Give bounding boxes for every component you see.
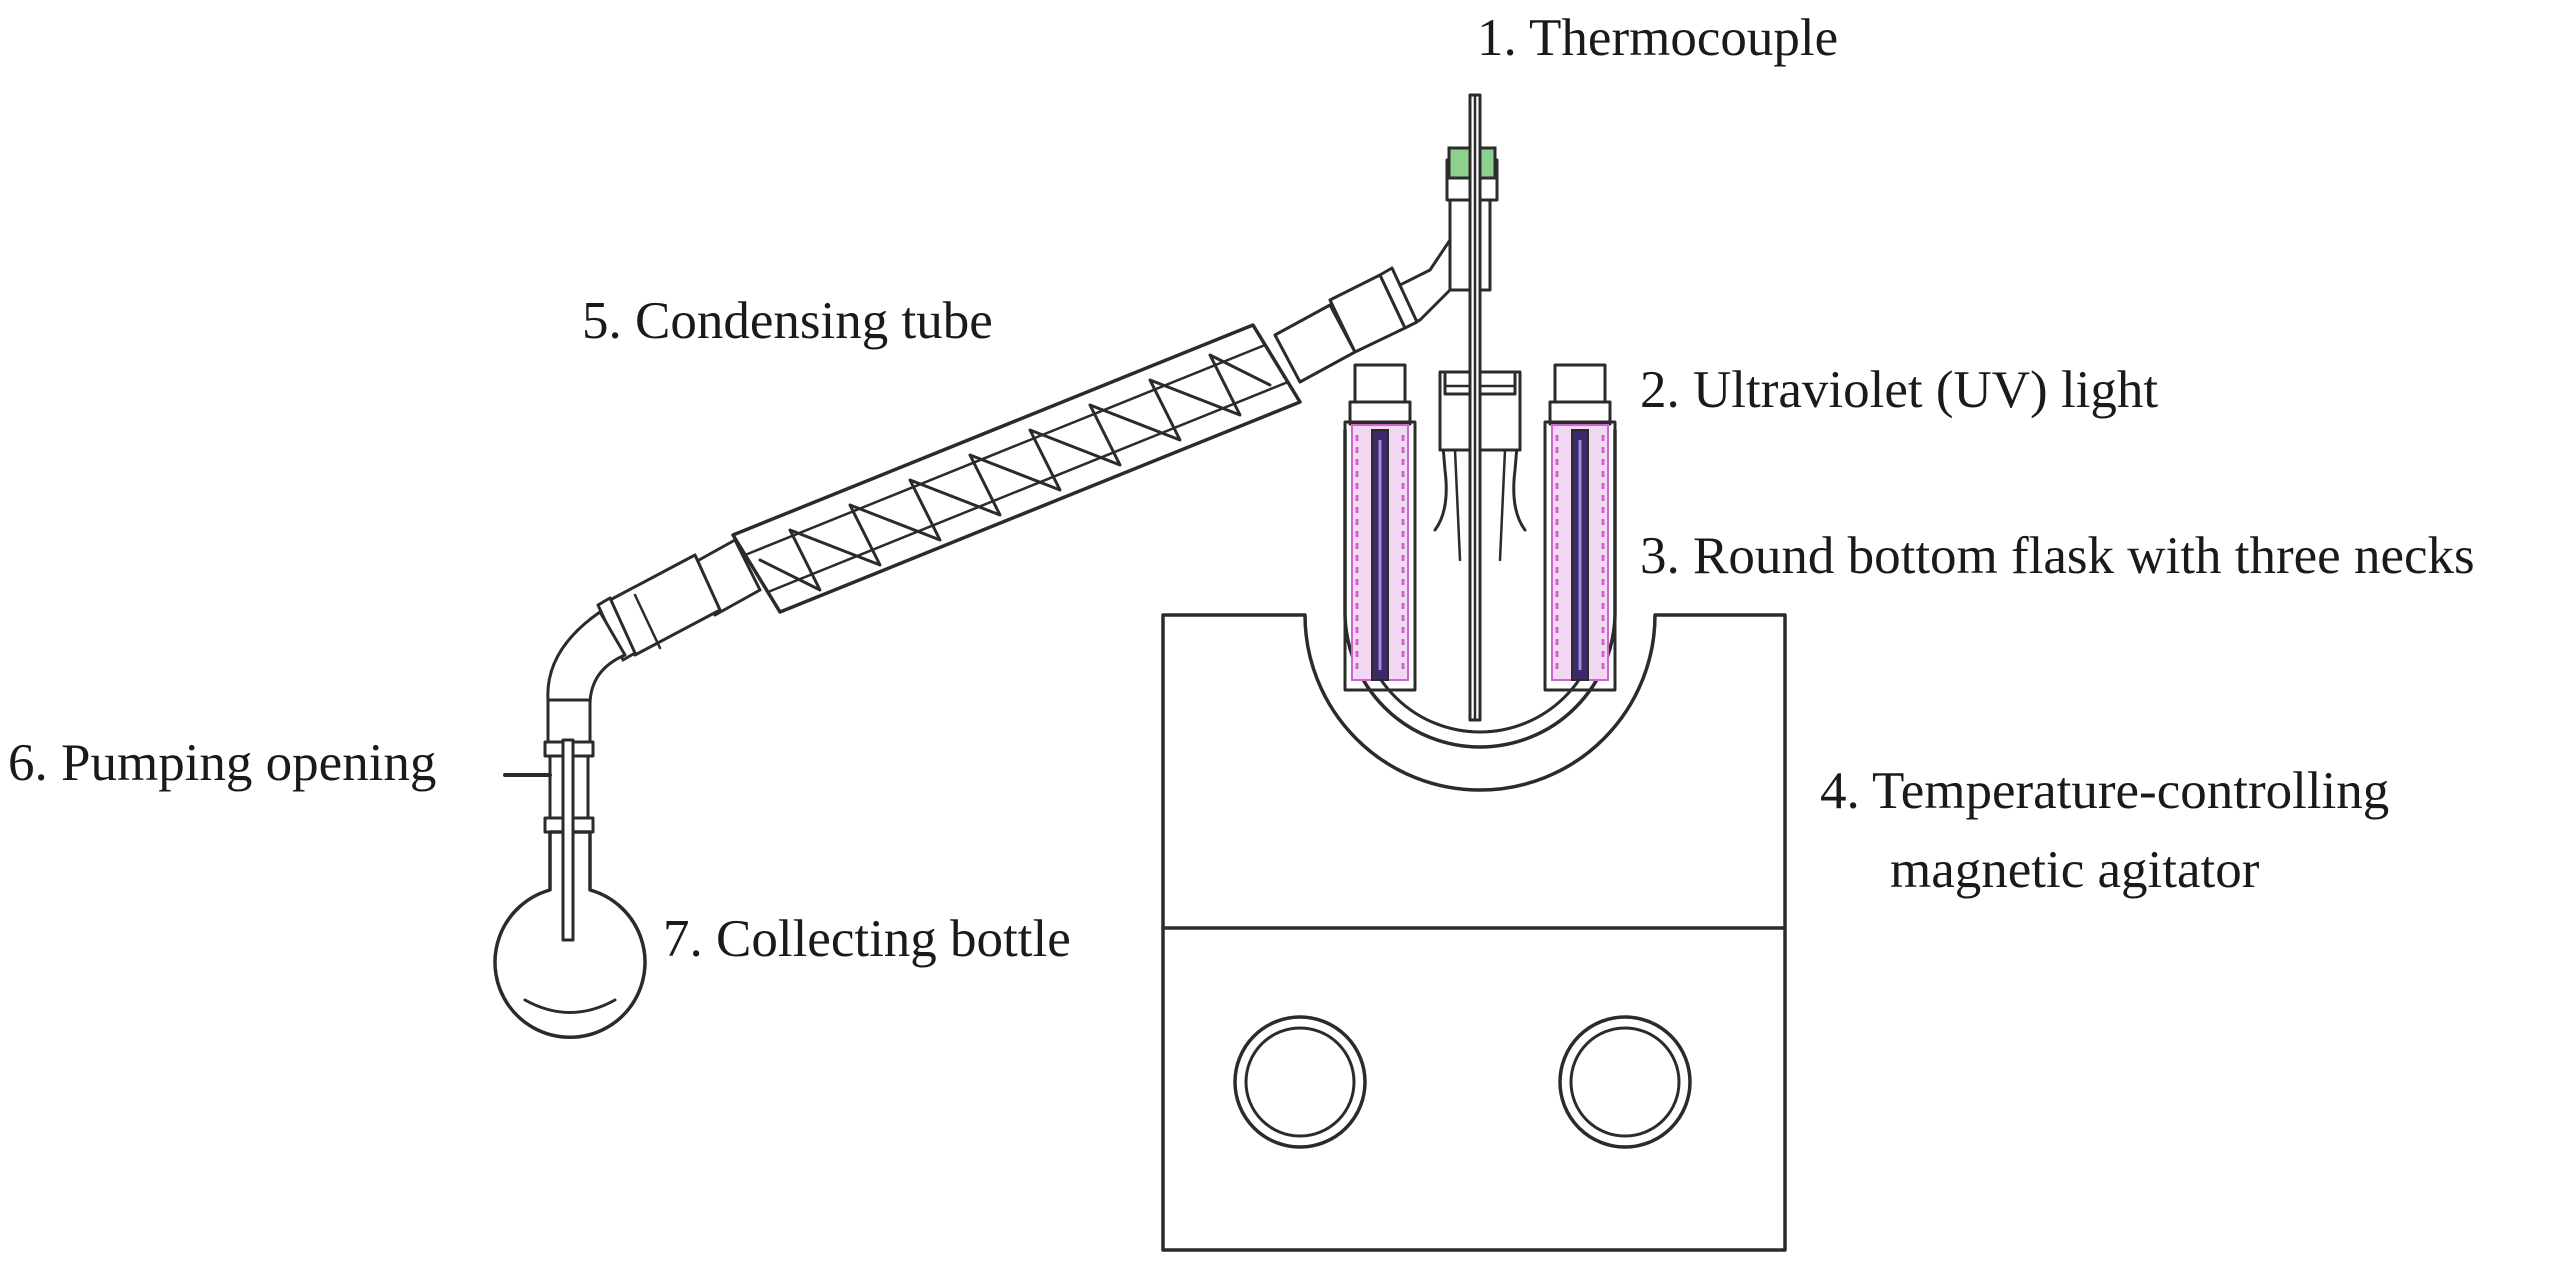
magnetic-agitator <box>1161 613 1787 1252</box>
label-thermocouple: 1. Thermocouple <box>1477 9 1838 67</box>
label-agitator-line2: magnetic agitator <box>1890 841 2260 899</box>
condensing-tube <box>546 238 1452 747</box>
uv-light-right <box>1543 363 1617 692</box>
label-collecting-bottle: 7. Collecting bottle <box>663 910 1071 968</box>
thermocouple <box>1445 93 1499 722</box>
label-flask: 3. Round bottom flask with three necks <box>1640 527 2475 585</box>
agitator-knob-left <box>1233 1015 1367 1149</box>
agitator-knob-right <box>1558 1015 1692 1149</box>
collecting-bottle <box>493 738 647 1040</box>
uv-light-left <box>1343 363 1417 692</box>
label-pumping-opening: 6. Pumping opening <box>8 734 436 792</box>
pumping-opening <box>503 698 595 834</box>
label-uv-light: 2. Ultraviolet (UV) light <box>1640 361 2158 419</box>
label-condensing-tube: 5. Condensing tube <box>582 292 993 350</box>
label-agitator-line1: 4. Temperature-controlling <box>1820 762 2389 820</box>
